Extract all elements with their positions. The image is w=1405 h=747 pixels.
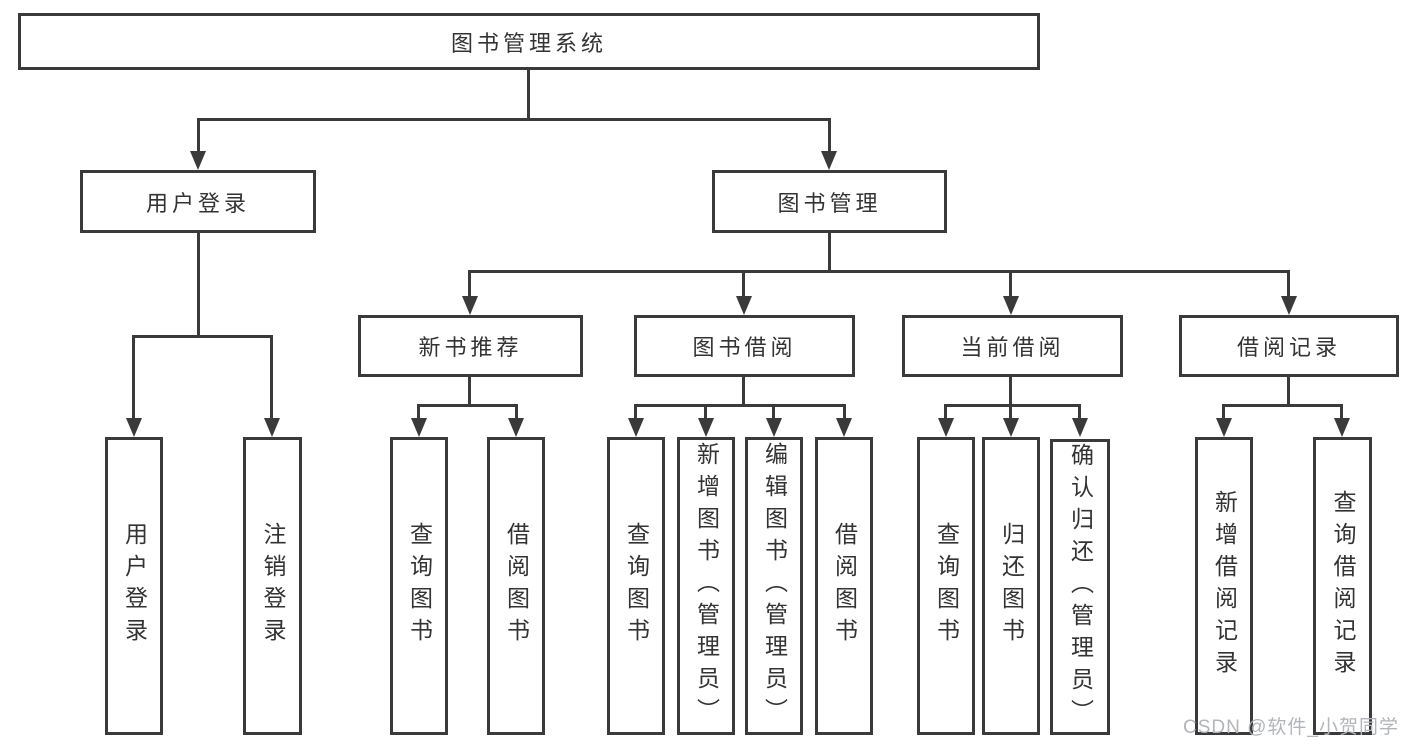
connector-stem bbox=[515, 404, 518, 420]
arrowhead bbox=[766, 418, 782, 437]
connector-login-drop bbox=[197, 233, 200, 338]
node-label: 图书借阅 bbox=[692, 335, 797, 360]
leaf-query-books-3: 查询图书 bbox=[917, 437, 975, 735]
connector-stem-records bbox=[1287, 270, 1290, 298]
node-label: 确认归还（管理员） bbox=[1067, 443, 1094, 731]
connector-stem bbox=[634, 404, 637, 420]
connector-records-drop bbox=[1287, 377, 1290, 407]
node-book-management: 图书管理 bbox=[712, 170, 947, 233]
node-label: 新书推荐 bbox=[418, 335, 523, 360]
arrowhead bbox=[628, 418, 644, 437]
arrowhead-user-login bbox=[190, 151, 206, 170]
leaf-query-borrow-record: 查询借阅记录 bbox=[1313, 437, 1372, 735]
leaf-borrow-books-2: 借阅图书 bbox=[815, 437, 873, 735]
connector-borrowing-split bbox=[634, 404, 846, 407]
node-label: 借阅图书 bbox=[503, 522, 530, 650]
connector-mgmt-split bbox=[468, 270, 1290, 273]
arrowhead-leaf-login bbox=[126, 418, 142, 437]
node-label: 新增借阅记录 bbox=[1211, 490, 1238, 682]
arrowhead bbox=[836, 418, 852, 437]
leaf-edit-book-admin: 编辑图书（管理员） bbox=[745, 437, 803, 735]
connector-recommend-split bbox=[417, 404, 518, 407]
connector-stem bbox=[944, 404, 947, 420]
leaf-return-books: 归还图书 bbox=[982, 437, 1040, 735]
connector-login-split bbox=[132, 335, 273, 338]
arrowhead-records bbox=[1281, 296, 1297, 315]
leaf-logout: 注销登录 bbox=[243, 437, 302, 735]
connector-mgmt-drop bbox=[828, 233, 831, 272]
node-borrowing-records: 借阅记录 bbox=[1179, 315, 1399, 377]
leaf-query-books-1: 查询图书 bbox=[390, 437, 448, 735]
node-label: 当前借阅 bbox=[960, 335, 1065, 360]
connector-root-split bbox=[197, 118, 831, 121]
connector-stem bbox=[772, 404, 775, 420]
node-label: 归还图书 bbox=[998, 522, 1025, 650]
node-label: 借阅记录 bbox=[1236, 335, 1341, 360]
node-label: 用户登录 bbox=[121, 522, 148, 650]
leaf-query-books-2: 查询图书 bbox=[607, 437, 665, 735]
connector-stem-leaf-logout bbox=[270, 335, 273, 419]
arrowhead-recommend bbox=[462, 296, 478, 315]
node-label: 图书管理 bbox=[777, 190, 882, 216]
node-library-management-system: 图书管理系统 bbox=[18, 13, 1040, 70]
leaf-user-login: 用户登录 bbox=[105, 437, 163, 735]
arrowhead-book-mgmt bbox=[821, 151, 837, 170]
node-label: 用户登录 bbox=[145, 190, 250, 216]
connector-stem-leaf-login bbox=[132, 335, 135, 419]
node-label: 借阅图书 bbox=[831, 522, 858, 650]
node-label: 注销登录 bbox=[260, 522, 286, 650]
csdn-watermark: CSDN @软件_小贺同学 bbox=[1183, 717, 1399, 738]
node-user-login: 用户登录 bbox=[80, 170, 316, 233]
connector-stem bbox=[417, 404, 420, 420]
arrowhead bbox=[1003, 418, 1019, 437]
connector-stem-current bbox=[1009, 270, 1012, 298]
node-label: 新增图书（管理员） bbox=[693, 442, 720, 730]
connector-stem bbox=[1340, 404, 1343, 420]
connector-stem bbox=[1078, 404, 1081, 420]
connector-stem bbox=[704, 404, 707, 420]
node-new-book-recommend: 新书推荐 bbox=[358, 315, 583, 377]
connector-records-split bbox=[1222, 404, 1343, 407]
connector-current-drop bbox=[1009, 377, 1012, 407]
arrowhead bbox=[508, 418, 524, 437]
arrowhead-borrowing bbox=[736, 296, 752, 315]
arrowhead bbox=[1072, 418, 1088, 437]
node-label: 查询图书 bbox=[406, 522, 433, 650]
leaf-borrow-books-1: 借阅图书 bbox=[487, 437, 545, 735]
node-book-borrowing: 图书借阅 bbox=[634, 315, 855, 377]
arrowhead bbox=[411, 418, 427, 437]
node-label: 查询图书 bbox=[933, 522, 960, 650]
leaf-confirm-return-admin: 确认归还（管理员） bbox=[1050, 439, 1110, 735]
node-label: 图书管理系统 bbox=[450, 30, 607, 56]
node-label: 查询借阅记录 bbox=[1330, 490, 1356, 682]
arrowhead bbox=[1334, 418, 1350, 437]
node-current-borrowing: 当前借阅 bbox=[902, 315, 1123, 377]
leaf-add-borrow-record: 新增借阅记录 bbox=[1195, 437, 1253, 735]
arrowhead-current bbox=[1003, 296, 1019, 315]
arrowhead bbox=[1216, 418, 1232, 437]
arrowhead-leaf-logout bbox=[264, 418, 280, 437]
node-label: 编辑图书（管理员） bbox=[761, 442, 788, 730]
connector-stem bbox=[1222, 404, 1225, 420]
connector-stem-user-login bbox=[197, 118, 200, 153]
connector-stem-recommend bbox=[468, 270, 471, 298]
connector-stem bbox=[843, 404, 846, 420]
arrowhead bbox=[698, 418, 714, 437]
connector-stem-book-mgmt bbox=[828, 118, 831, 153]
connector-borrowing-drop bbox=[742, 377, 745, 407]
connector-recommend-drop bbox=[468, 377, 471, 407]
connector-stem-borrowing bbox=[742, 270, 745, 298]
arrowhead bbox=[938, 418, 954, 437]
leaf-add-book-admin: 新增图书（管理员） bbox=[677, 437, 735, 735]
connector-stem bbox=[1009, 404, 1012, 420]
connector-current-split bbox=[944, 404, 1081, 407]
node-label: 查询图书 bbox=[623, 522, 650, 650]
connector-root-drop bbox=[527, 70, 530, 118]
